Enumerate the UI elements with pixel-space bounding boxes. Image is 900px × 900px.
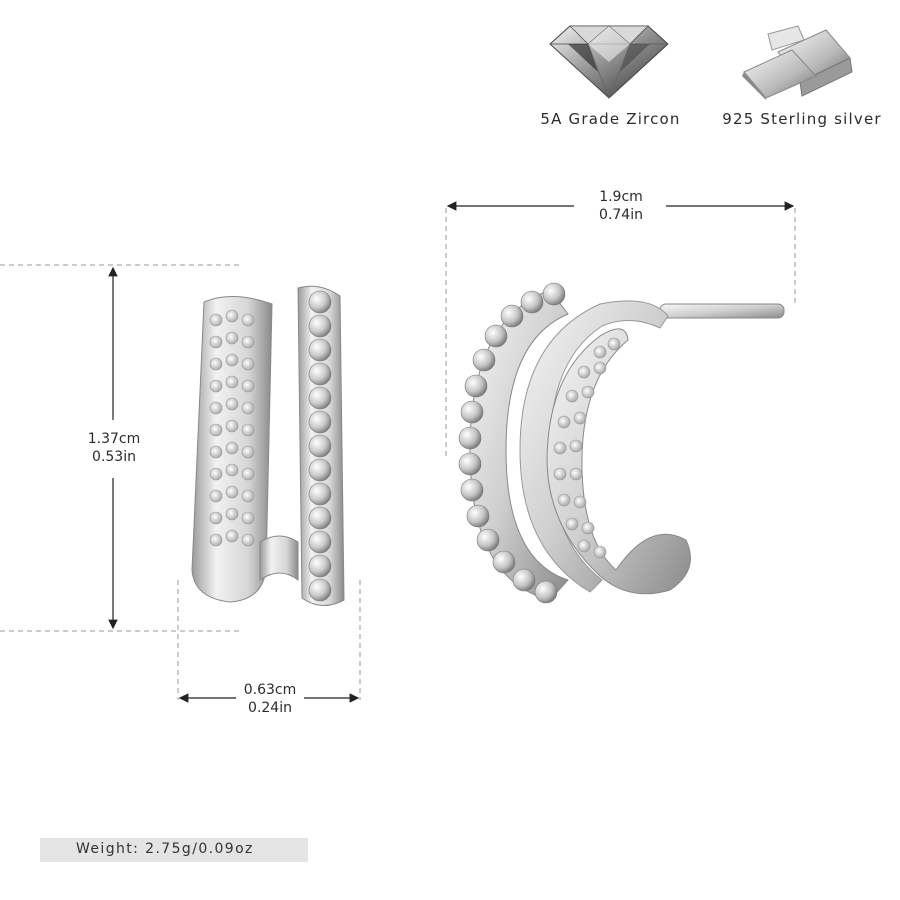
height-dimension-label: 1.37cm 0.53in (80, 430, 148, 466)
length-cm: 1.9cm (599, 189, 643, 205)
diamond-icon (549, 25, 669, 100)
length-in: 0.74in (599, 207, 643, 223)
silver-bar-icon (742, 25, 853, 100)
weight-bar: Weight: 2.75g/0.09oz (40, 838, 308, 862)
width-cm: 0.63cm (243, 682, 297, 698)
height-cm: 1.37cm (87, 431, 141, 447)
length-dimension-label: 1.9cm 0.74in (580, 188, 662, 224)
weight-text: Weight: 2.75g/0.09oz (76, 841, 254, 857)
width-in: 0.24in (248, 700, 292, 716)
width-dimension-label: 0.63cm 0.24in (236, 681, 304, 717)
feature-label-silver: 925 Sterling silver (722, 110, 882, 128)
earring-side-view (458, 282, 785, 604)
feature-label-zircon: 5A Grade Zircon (540, 110, 681, 128)
height-in: 0.53in (92, 449, 136, 465)
earring-front-view (191, 285, 345, 606)
